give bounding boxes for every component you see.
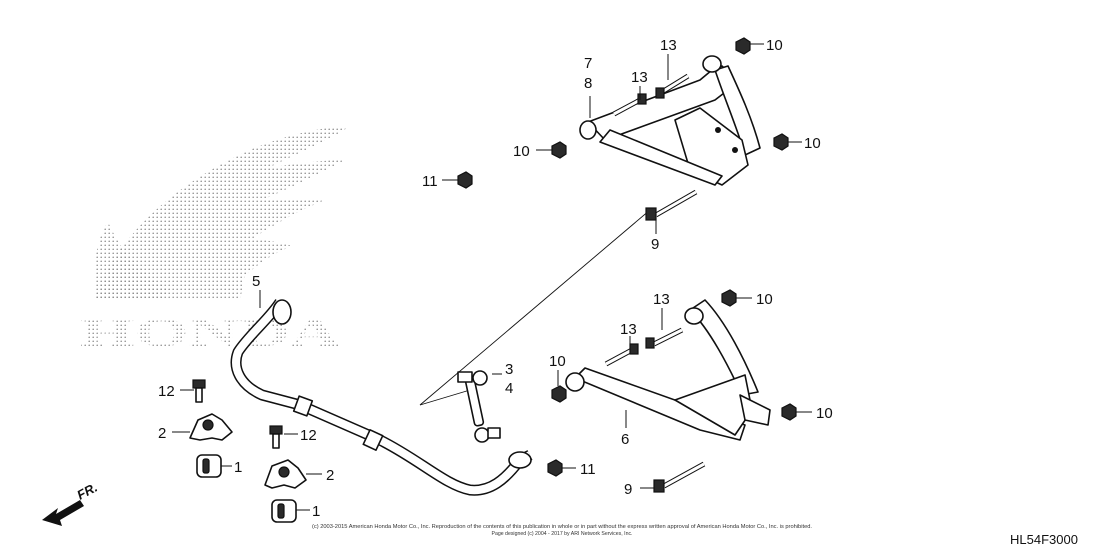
- callout-11[interactable]: 11: [422, 173, 438, 190]
- reference-line: [419, 389, 471, 406]
- nut[interactable]: [551, 141, 567, 159]
- nut[interactable]: [547, 459, 563, 477]
- nut[interactable]: [721, 289, 737, 307]
- stabilizer-link[interactable]: [457, 370, 501, 443]
- callout-6[interactable]: 6: [621, 431, 629, 448]
- front-arrow: FR.: [42, 480, 100, 526]
- bolt[interactable]: [192, 379, 206, 403]
- bushing[interactable]: [271, 499, 297, 523]
- callout-1[interactable]: 1: [234, 459, 242, 476]
- callout-2[interactable]: 2: [158, 425, 166, 442]
- callout-10[interactable]: 10: [816, 405, 833, 422]
- bolt[interactable]: [604, 343, 639, 367]
- nut[interactable]: [735, 37, 751, 55]
- callout-10[interactable]: 10: [766, 37, 783, 54]
- callout-12[interactable]: 12: [300, 427, 317, 444]
- callout-10[interactable]: 10: [549, 353, 566, 370]
- bolt[interactable]: [655, 73, 690, 99]
- nut[interactable]: [551, 385, 567, 403]
- callout-13[interactable]: 13: [631, 69, 648, 86]
- bolt[interactable]: [645, 327, 684, 349]
- copyright-text: Page designed (c) 2004 - 2017 by ARI Net…: [492, 531, 633, 537]
- copyright-text: (c) 2003-2015 American Honda Motor Co., …: [312, 524, 812, 530]
- bushing[interactable]: [196, 454, 222, 478]
- nut[interactable]: [781, 403, 797, 421]
- callout-1[interactable]: 1: [312, 503, 320, 520]
- callout-3[interactable]: 3: [505, 361, 513, 378]
- stabilizer-bar[interactable]: [230, 298, 533, 496]
- callout-labels: 7 8 13 13 10 10 10 11 9 5 3 4 12 2 12 1 …: [158, 37, 833, 520]
- callout-13[interactable]: 13: [620, 321, 637, 338]
- callout-10[interactable]: 10: [756, 291, 773, 308]
- callout-7[interactable]: 7: [584, 55, 592, 72]
- bolt[interactable]: [269, 425, 283, 449]
- callout-13[interactable]: 13: [660, 37, 677, 54]
- honda-wordmark: HONDA: [80, 310, 340, 355]
- honda-wing-logo: HONDA: [80, 126, 350, 355]
- leader-lines: [172, 43, 812, 511]
- callout-4[interactable]: 4: [505, 380, 513, 397]
- callout-11[interactable]: 11: [580, 461, 596, 478]
- upper-arm[interactable]: [579, 55, 761, 186]
- front-arrow-label: FR.: [74, 480, 100, 503]
- callout-5[interactable]: 5: [252, 273, 260, 290]
- callout-8[interactable]: 8: [584, 75, 592, 92]
- lower-arm[interactable]: [565, 299, 771, 441]
- bolt[interactable]: [612, 93, 647, 117]
- callout-9[interactable]: 9: [651, 236, 659, 253]
- diagram-code: HL54F3000: [1010, 532, 1078, 547]
- bushing-holder[interactable]: [264, 459, 307, 489]
- nut[interactable]: [773, 133, 789, 151]
- callout-10[interactable]: 10: [804, 135, 821, 152]
- callout-9[interactable]: 9: [624, 481, 632, 498]
- bolt[interactable]: [653, 461, 706, 493]
- nut[interactable]: [457, 171, 473, 189]
- callout-10[interactable]: 10: [513, 143, 530, 160]
- callout-12[interactable]: 12: [158, 383, 175, 400]
- callout-2[interactable]: 2: [326, 467, 334, 484]
- callout-13[interactable]: 13: [653, 291, 670, 308]
- bushing-holder[interactable]: [189, 413, 233, 441]
- bolt[interactable]: [645, 189, 698, 221]
- reference-line: [419, 209, 651, 406]
